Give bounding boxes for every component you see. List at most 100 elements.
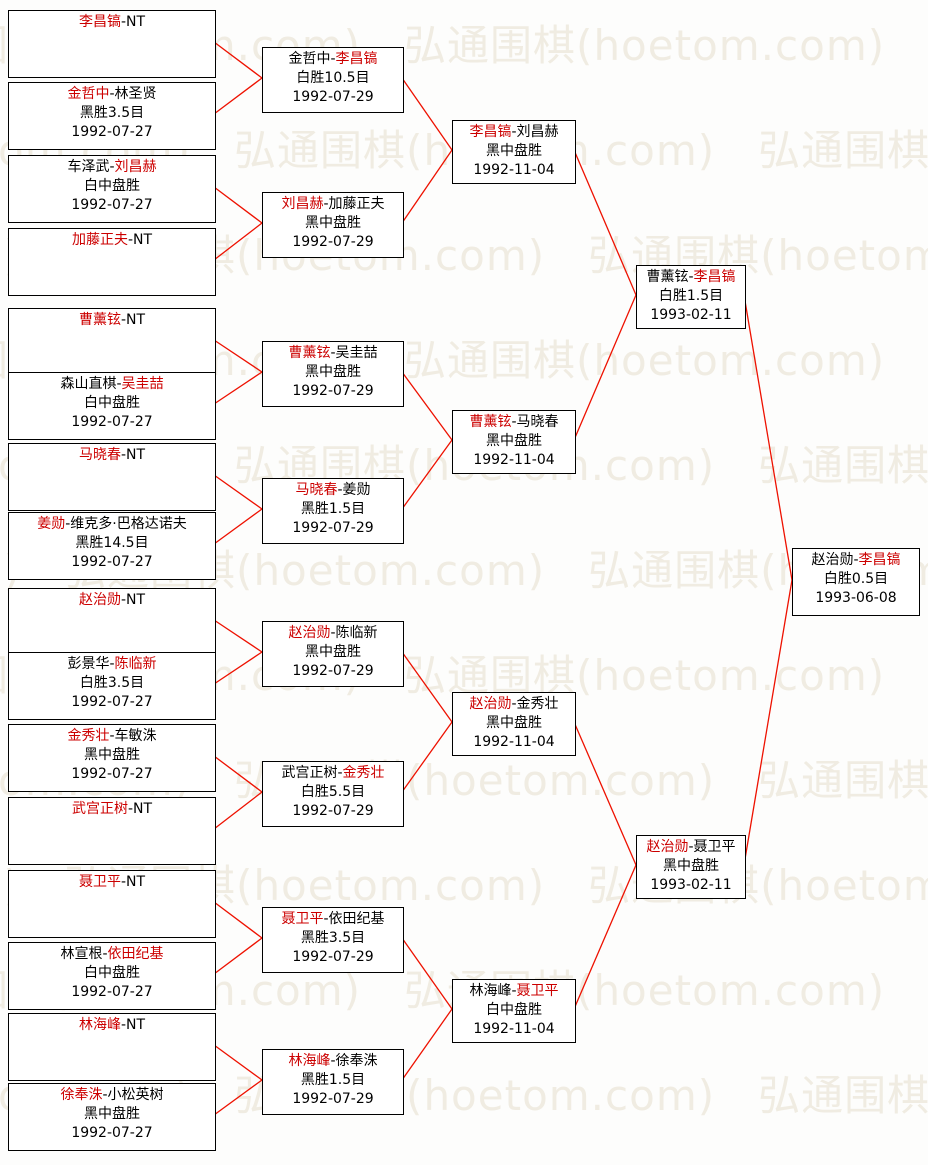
winner-name: 李昌镐 bbox=[858, 552, 901, 568]
players-line: 曹薰铉-NT bbox=[9, 311, 215, 330]
players-line: 曹薰铉-李昌镐 bbox=[637, 268, 745, 287]
date-line: 1992-07-29 bbox=[292, 89, 374, 105]
result-line: 黑中盘胜 bbox=[486, 143, 542, 159]
match-r1-12: 武宫正树-NT bbox=[8, 797, 216, 865]
player-name: -林圣贤 bbox=[109, 86, 157, 102]
winner-name: 赵治勋 bbox=[469, 696, 512, 712]
winner-name: 金秀壮 bbox=[342, 765, 385, 781]
winner-name: 李昌镐 bbox=[693, 269, 736, 285]
date-line: 1992-07-27 bbox=[71, 984, 153, 1000]
result-line: 黑中盘胜 bbox=[305, 215, 361, 231]
match-r1-10: 彭景华-陈临新 白胜3.5目 1992-07-27 bbox=[8, 652, 216, 720]
winner-name: 聂卫平 bbox=[78, 874, 121, 890]
result-line: 白胜5.5目 bbox=[300, 784, 366, 800]
connector-line bbox=[213, 791, 263, 830]
date-line: 1992-07-29 bbox=[292, 949, 374, 965]
connector-line bbox=[213, 755, 263, 793]
match-r1-5: 曹薰铉-NT bbox=[8, 308, 216, 376]
date-line: 1992-07-29 bbox=[292, 1091, 374, 1107]
result-line: 白中盘胜 bbox=[84, 965, 140, 981]
players-line: 金秀壮-车敏洙 bbox=[9, 727, 215, 746]
winner-name: 林海峰 bbox=[78, 1017, 121, 1033]
result-line: 白胜3.5目 bbox=[79, 675, 145, 691]
connector-line bbox=[213, 339, 263, 373]
players-line: 林海峰-NT bbox=[9, 1016, 215, 1035]
match-r2-2: 刘昌赫-加藤正夫 黑中盘胜 1992-07-29 bbox=[262, 192, 404, 258]
player-name: 车泽武- bbox=[67, 159, 115, 175]
player-name: -NT bbox=[127, 801, 153, 817]
players-line: 聂卫平-NT bbox=[9, 873, 215, 892]
players-line: 赵治勋-李昌镐 bbox=[793, 551, 919, 570]
result-line: 黑胜3.5目 bbox=[300, 930, 366, 946]
match-r2-7: 聂卫平-依田纪基 黑胜3.5目 1992-07-29 bbox=[262, 907, 404, 973]
player-name: -金秀壮 bbox=[511, 696, 559, 712]
result-line: 白中盘胜 bbox=[486, 1002, 542, 1018]
players-line: 林海峰-徐奉洙 bbox=[263, 1052, 403, 1071]
winner-name: 曹薰铉 bbox=[288, 345, 331, 361]
connector-line bbox=[401, 1008, 453, 1081]
players-line: 加藤正夫-NT bbox=[9, 231, 215, 250]
connector-line bbox=[743, 579, 793, 866]
date-line: 1992-07-29 bbox=[292, 803, 374, 819]
winner-name: 徐奉洙 bbox=[60, 1087, 103, 1103]
result-line: 白中盘胜 bbox=[84, 395, 140, 411]
result-line: 黑胜3.5目 bbox=[79, 105, 145, 121]
players-line: 赵治勋-聂卫平 bbox=[637, 838, 745, 857]
match-r1-8: 姜勋-维克多·巴格达诺夫 黑胜14.5目 1992-07-27 bbox=[8, 512, 216, 580]
connector-line bbox=[213, 1044, 263, 1081]
connector-line bbox=[213, 474, 263, 510]
connector-line bbox=[401, 439, 453, 510]
players-line: 马晓春-NT bbox=[9, 446, 215, 465]
winner-name: 聂卫平 bbox=[516, 983, 559, 999]
players-line: 聂卫平-依田纪基 bbox=[263, 910, 403, 929]
date-line: 1992-07-27 bbox=[71, 766, 153, 782]
connector-line bbox=[401, 371, 453, 441]
winner-name: 姜勋 bbox=[37, 516, 66, 532]
players-line: 彭景华-陈临新 bbox=[9, 655, 215, 674]
date-line: 1992-07-27 bbox=[71, 124, 153, 140]
player-name: -姜勋 bbox=[337, 482, 371, 498]
match-r3-1: 李昌镐-刘昌赫 黑中盘胜 1992-11-04 bbox=[452, 120, 576, 184]
connector-line bbox=[213, 651, 263, 685]
winner-name: 李昌镐 bbox=[469, 124, 512, 140]
winner-name: 李昌镐 bbox=[335, 51, 378, 67]
players-line: 曹薰铉-马晓春 bbox=[453, 413, 575, 432]
result-line: 黑中盘胜 bbox=[663, 858, 719, 874]
player-name: -车敏洙 bbox=[109, 728, 157, 744]
player-name: -马晓春 bbox=[511, 414, 559, 430]
winner-name: 马晓春 bbox=[78, 447, 121, 463]
player-name: -NT bbox=[120, 592, 146, 608]
match-r1-3: 车泽武-刘昌赫 白中盘胜 1992-07-27 bbox=[8, 155, 216, 223]
match-r2-4: 马晓春-姜勋 黑胜1.5目 1992-07-29 bbox=[262, 478, 404, 544]
players-line: 徐奉洙-小松英树 bbox=[9, 1086, 215, 1105]
players-line: 林海峰-聂卫平 bbox=[453, 982, 575, 1001]
player-name: 曹薰铉- bbox=[646, 269, 694, 285]
winner-name: 加藤正夫 bbox=[71, 232, 128, 248]
date-line: 1992-11-04 bbox=[473, 162, 555, 178]
match-final: 赵治勋-李昌镐 白胜0.5目 1993-06-08 bbox=[792, 548, 920, 616]
player-name: -徐奉洙 bbox=[330, 1053, 378, 1069]
connector-line bbox=[573, 721, 637, 866]
player-name: -加藤正夫 bbox=[323, 196, 385, 212]
winner-name: 刘昌赫 bbox=[114, 159, 157, 175]
connector-line bbox=[573, 149, 637, 296]
players-line: 赵治勋-陈临新 bbox=[263, 624, 403, 643]
connector-line bbox=[401, 77, 453, 151]
connector-line bbox=[401, 937, 453, 1010]
player-name: -刘昌赫 bbox=[511, 124, 559, 140]
players-line: 李昌镐-刘昌赫 bbox=[453, 123, 575, 142]
match-r2-3: 曹薰铉-吴圭喆 黑中盘胜 1992-07-29 bbox=[262, 341, 404, 407]
player-name: -NT bbox=[120, 312, 146, 328]
date-line: 1993-06-08 bbox=[815, 590, 897, 606]
players-line: 武宫正树-NT bbox=[9, 800, 215, 819]
players-line: 姜勋-维克多·巴格达诺夫 bbox=[9, 515, 215, 534]
result-line: 黑中盘胜 bbox=[84, 747, 140, 763]
player-name: -NT bbox=[120, 14, 146, 30]
match-r3-2: 曹薰铉-马晓春 黑中盘胜 1992-11-04 bbox=[452, 410, 576, 474]
player-name: -维克多·巴格达诺夫 bbox=[65, 516, 187, 532]
connector-line bbox=[573, 864, 637, 1010]
match-r3-3: 赵治勋-金秀壮 黑中盘胜 1992-11-04 bbox=[452, 692, 576, 756]
winner-name: 依田纪基 bbox=[107, 946, 164, 962]
player-name: 金哲中- bbox=[288, 51, 336, 67]
